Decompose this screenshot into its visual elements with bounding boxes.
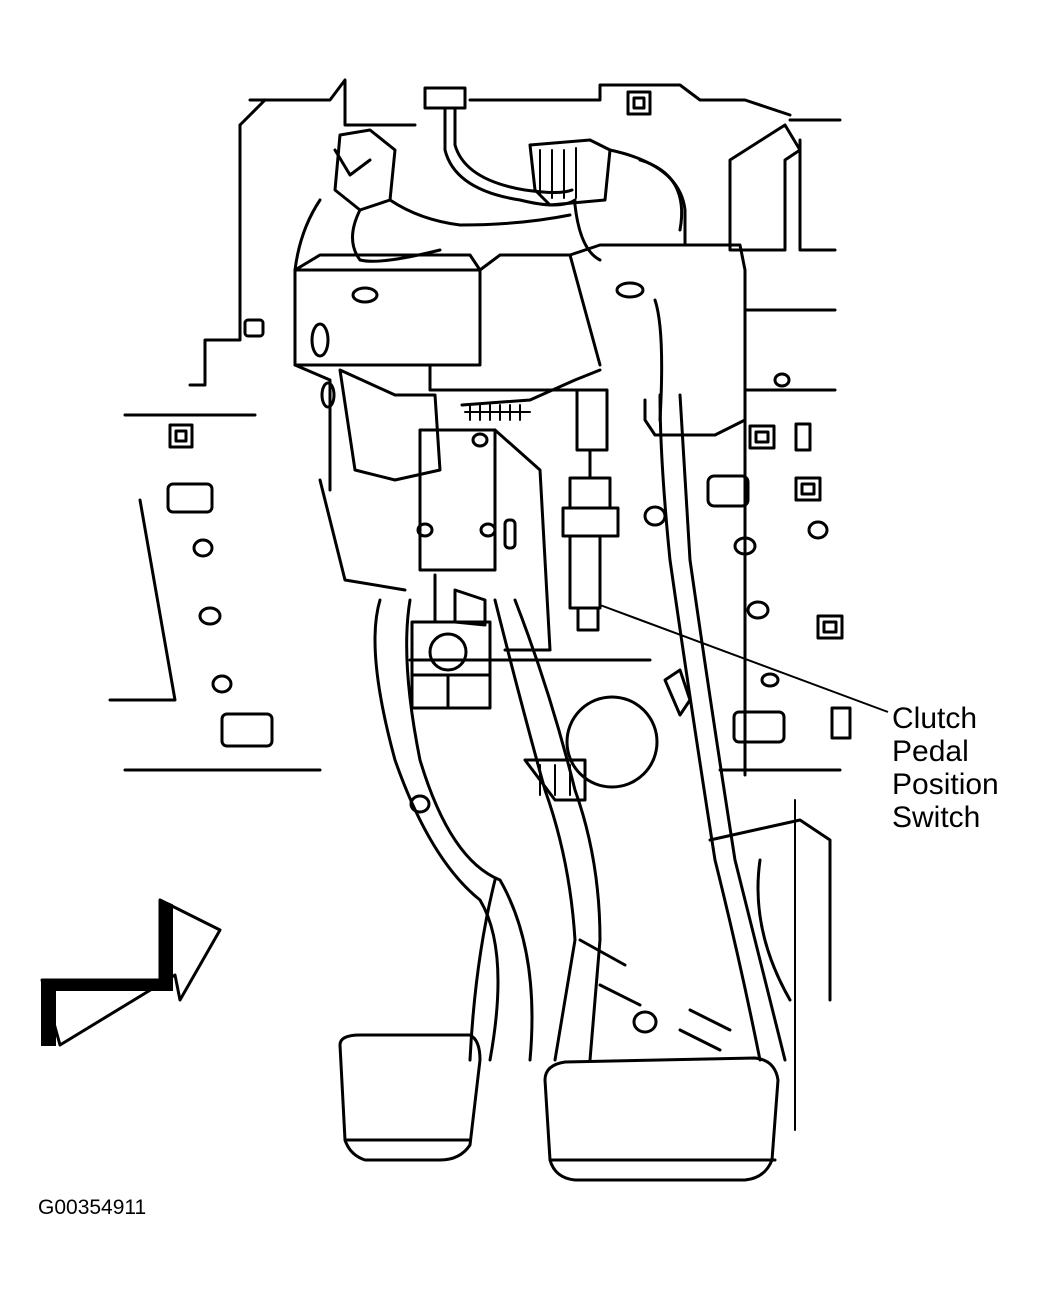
bracket-holes xyxy=(166,90,852,1034)
pedal-pivot xyxy=(410,573,492,710)
clutch-pedal-position-switch xyxy=(561,388,620,632)
callout-line-2: Pedal xyxy=(892,735,969,768)
pedal-box xyxy=(318,368,667,652)
callout-leader-line xyxy=(599,604,889,713)
figure-id: G00354911 xyxy=(38,1196,147,1219)
mounting-bracket xyxy=(108,78,842,1131)
callout-line-3: Position xyxy=(892,768,999,801)
clutch-pedal xyxy=(408,393,787,1182)
brake-pedal xyxy=(338,598,534,1162)
callout-line-4: Switch xyxy=(892,801,981,834)
wiring-harness xyxy=(293,86,687,272)
arrow-icon xyxy=(40,898,222,1047)
crossmember xyxy=(293,243,747,492)
callout-line-1: Clutch xyxy=(892,702,978,735)
callout-label: Clutch Pedal Position Switch xyxy=(892,702,999,834)
